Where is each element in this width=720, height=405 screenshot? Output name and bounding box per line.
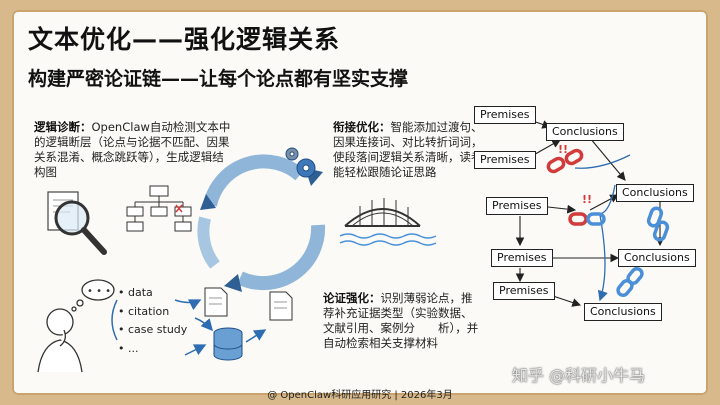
premises-box: Premises xyxy=(474,106,536,124)
document-icon xyxy=(204,287,293,321)
broken-chain-icon xyxy=(546,148,606,226)
database-icon xyxy=(213,327,243,361)
conclusions-box: Conclusions xyxy=(616,184,694,202)
premises-box: Premises xyxy=(486,197,548,215)
chain-link-icon xyxy=(616,206,670,298)
list-item: citation xyxy=(118,303,187,322)
magnifier-icon xyxy=(47,191,107,255)
cycle-arrows-icon xyxy=(197,154,326,292)
argument-map: !! !! xyxy=(515,119,670,307)
conclusions-box: Conclusions xyxy=(618,249,696,267)
cohesion-text: 衔接优化：智能添加过渡句、因果连接词、对比转折词词，使段落间逻辑关系清晰，读者能… xyxy=(333,120,493,180)
argument-body: 识别薄弱论点，推荐补充证据类型（实验数据、文献引用、案例分 析），并自动检索相关… xyxy=(323,291,479,350)
break-mark: !! xyxy=(558,143,568,156)
logic-diagnosis-body: OpenClaw自动检测文本中的逻辑断层（论点与论据不匹配、因果关系混淆、概念跳… xyxy=(34,120,231,179)
cohesion-body: 智能添加过渡句、因果连接词、对比转折词词，使段落间逻辑关系清晰，读者能轻松跟随论… xyxy=(333,120,483,179)
page-title: 文本优化——强化逻辑关系 xyxy=(28,25,341,54)
gear-icon xyxy=(285,147,316,178)
conclusions-box: Conclusions xyxy=(584,303,662,321)
cohesion-heading: 衔接优化： xyxy=(333,120,391,134)
thinking-person-icon: • • • xyxy=(37,279,115,373)
premises-box: Premises xyxy=(491,249,553,267)
argument-text: 论证强化：识别薄弱论点，推荐补充证据类型（实验数据、文献引用、案例分 析），并自… xyxy=(323,291,483,351)
bridge-icon xyxy=(339,198,437,246)
list-item: case study xyxy=(118,321,187,340)
list-item: data xyxy=(118,284,187,303)
flowchart-icon xyxy=(126,185,192,232)
watermark: 知乎 @科研小牛马 xyxy=(512,366,646,385)
argument-heading: 论证强化： xyxy=(323,291,381,305)
logic-diagnosis-heading: 逻辑诊断： xyxy=(34,120,92,134)
page-subtitle: 构建严密论证链——让每个论点都有坚实支撑 xyxy=(28,68,409,90)
conclusions-box: Conclusions xyxy=(546,123,624,141)
logic-diagnosis-text: 逻辑诊断：OpenClaw自动检测文本中的逻辑断层（论点与论据不匹配、因果关系混… xyxy=(34,120,234,180)
evidence-list: data citation case study ... xyxy=(118,284,187,358)
premises-box: Premises xyxy=(474,151,536,169)
premises-box: Premises xyxy=(493,282,555,300)
footer: @ OpenClaw科研应用研究 | 2026年3月 xyxy=(267,390,453,401)
svg-text:• • •: • • • xyxy=(87,286,111,297)
list-item: ... xyxy=(118,340,187,359)
break-mark: !! xyxy=(582,193,592,206)
